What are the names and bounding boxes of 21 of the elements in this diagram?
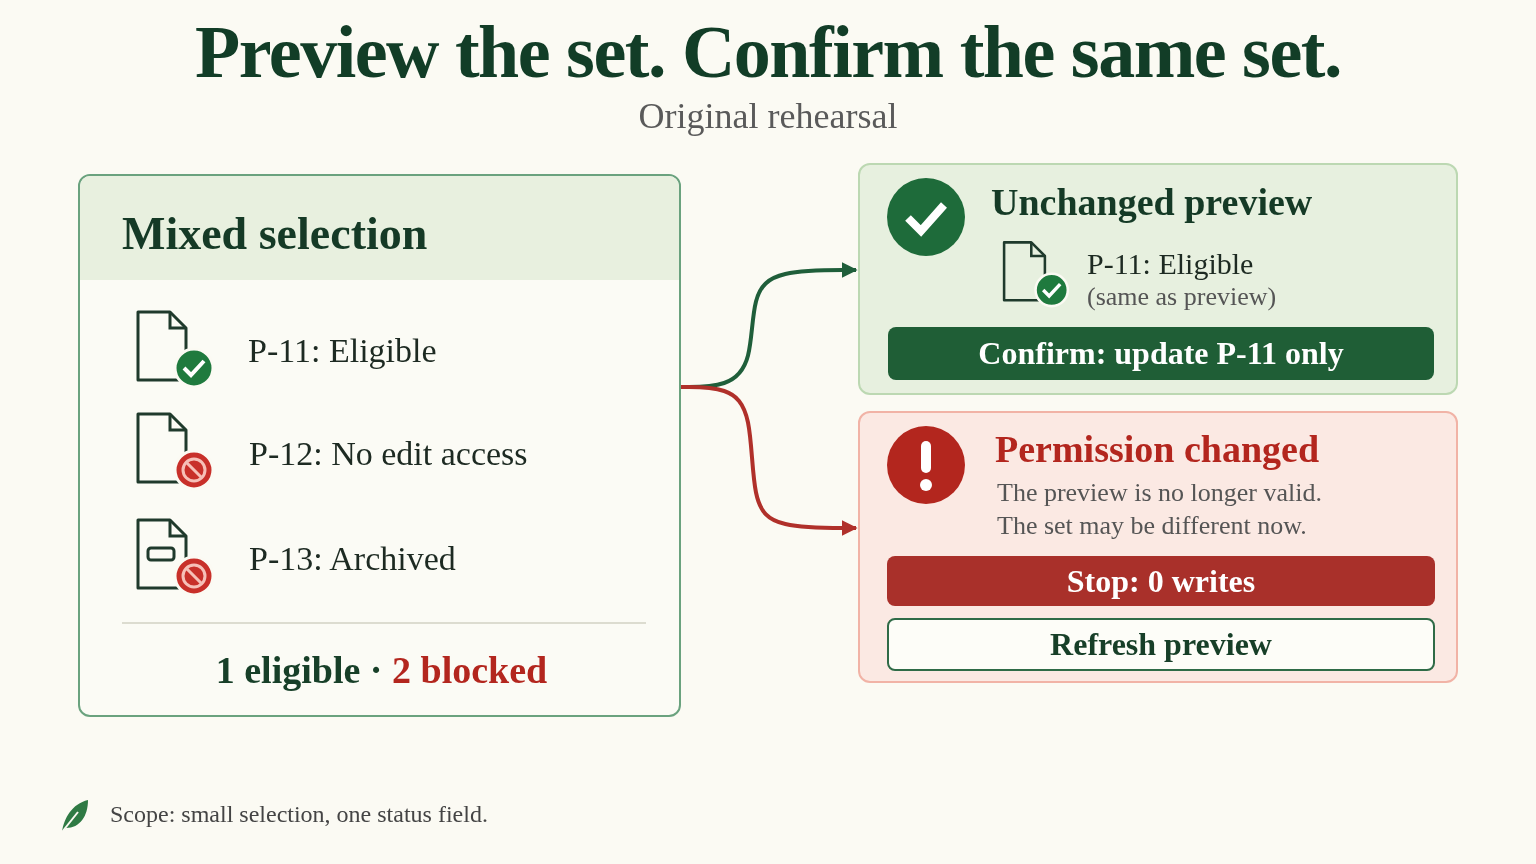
title: Preview the set. Confirm the same set. bbox=[194, 10, 1342, 95]
item-status: P-12: No edit access bbox=[249, 434, 528, 474]
success-panel bbox=[858, 163, 1458, 395]
scope-note: Scope: small selection, one status field. bbox=[110, 800, 488, 829]
panel-heading: Unchanged preview bbox=[991, 180, 1313, 225]
panel-heading: Mixed selection bbox=[122, 207, 428, 261]
item-note: (same as preview) bbox=[1087, 281, 1277, 313]
item-status: P-13: Archived bbox=[249, 539, 456, 579]
warning-text: The set may be different now. bbox=[997, 510, 1307, 542]
warning-text: The preview is no longer valid. bbox=[997, 477, 1322, 509]
warning-panel bbox=[858, 411, 1458, 683]
summary-text: 1 eligible · 2 blocked bbox=[214, 648, 549, 693]
confirm-bar: Confirm: update P-11 only bbox=[888, 327, 1434, 380]
panel-heading: Permission changed bbox=[995, 427, 1320, 472]
stop-bar: Stop: 0 writes bbox=[887, 556, 1435, 606]
item-status: P-11: Eligible bbox=[1087, 246, 1254, 282]
subtitle: Original rehearsal bbox=[637, 95, 899, 138]
selection-panel bbox=[78, 174, 681, 717]
item-status: P-11: Eligible bbox=[248, 331, 437, 371]
arrow bbox=[681, 385, 858, 536]
refresh-button: Refresh preview bbox=[887, 618, 1435, 671]
